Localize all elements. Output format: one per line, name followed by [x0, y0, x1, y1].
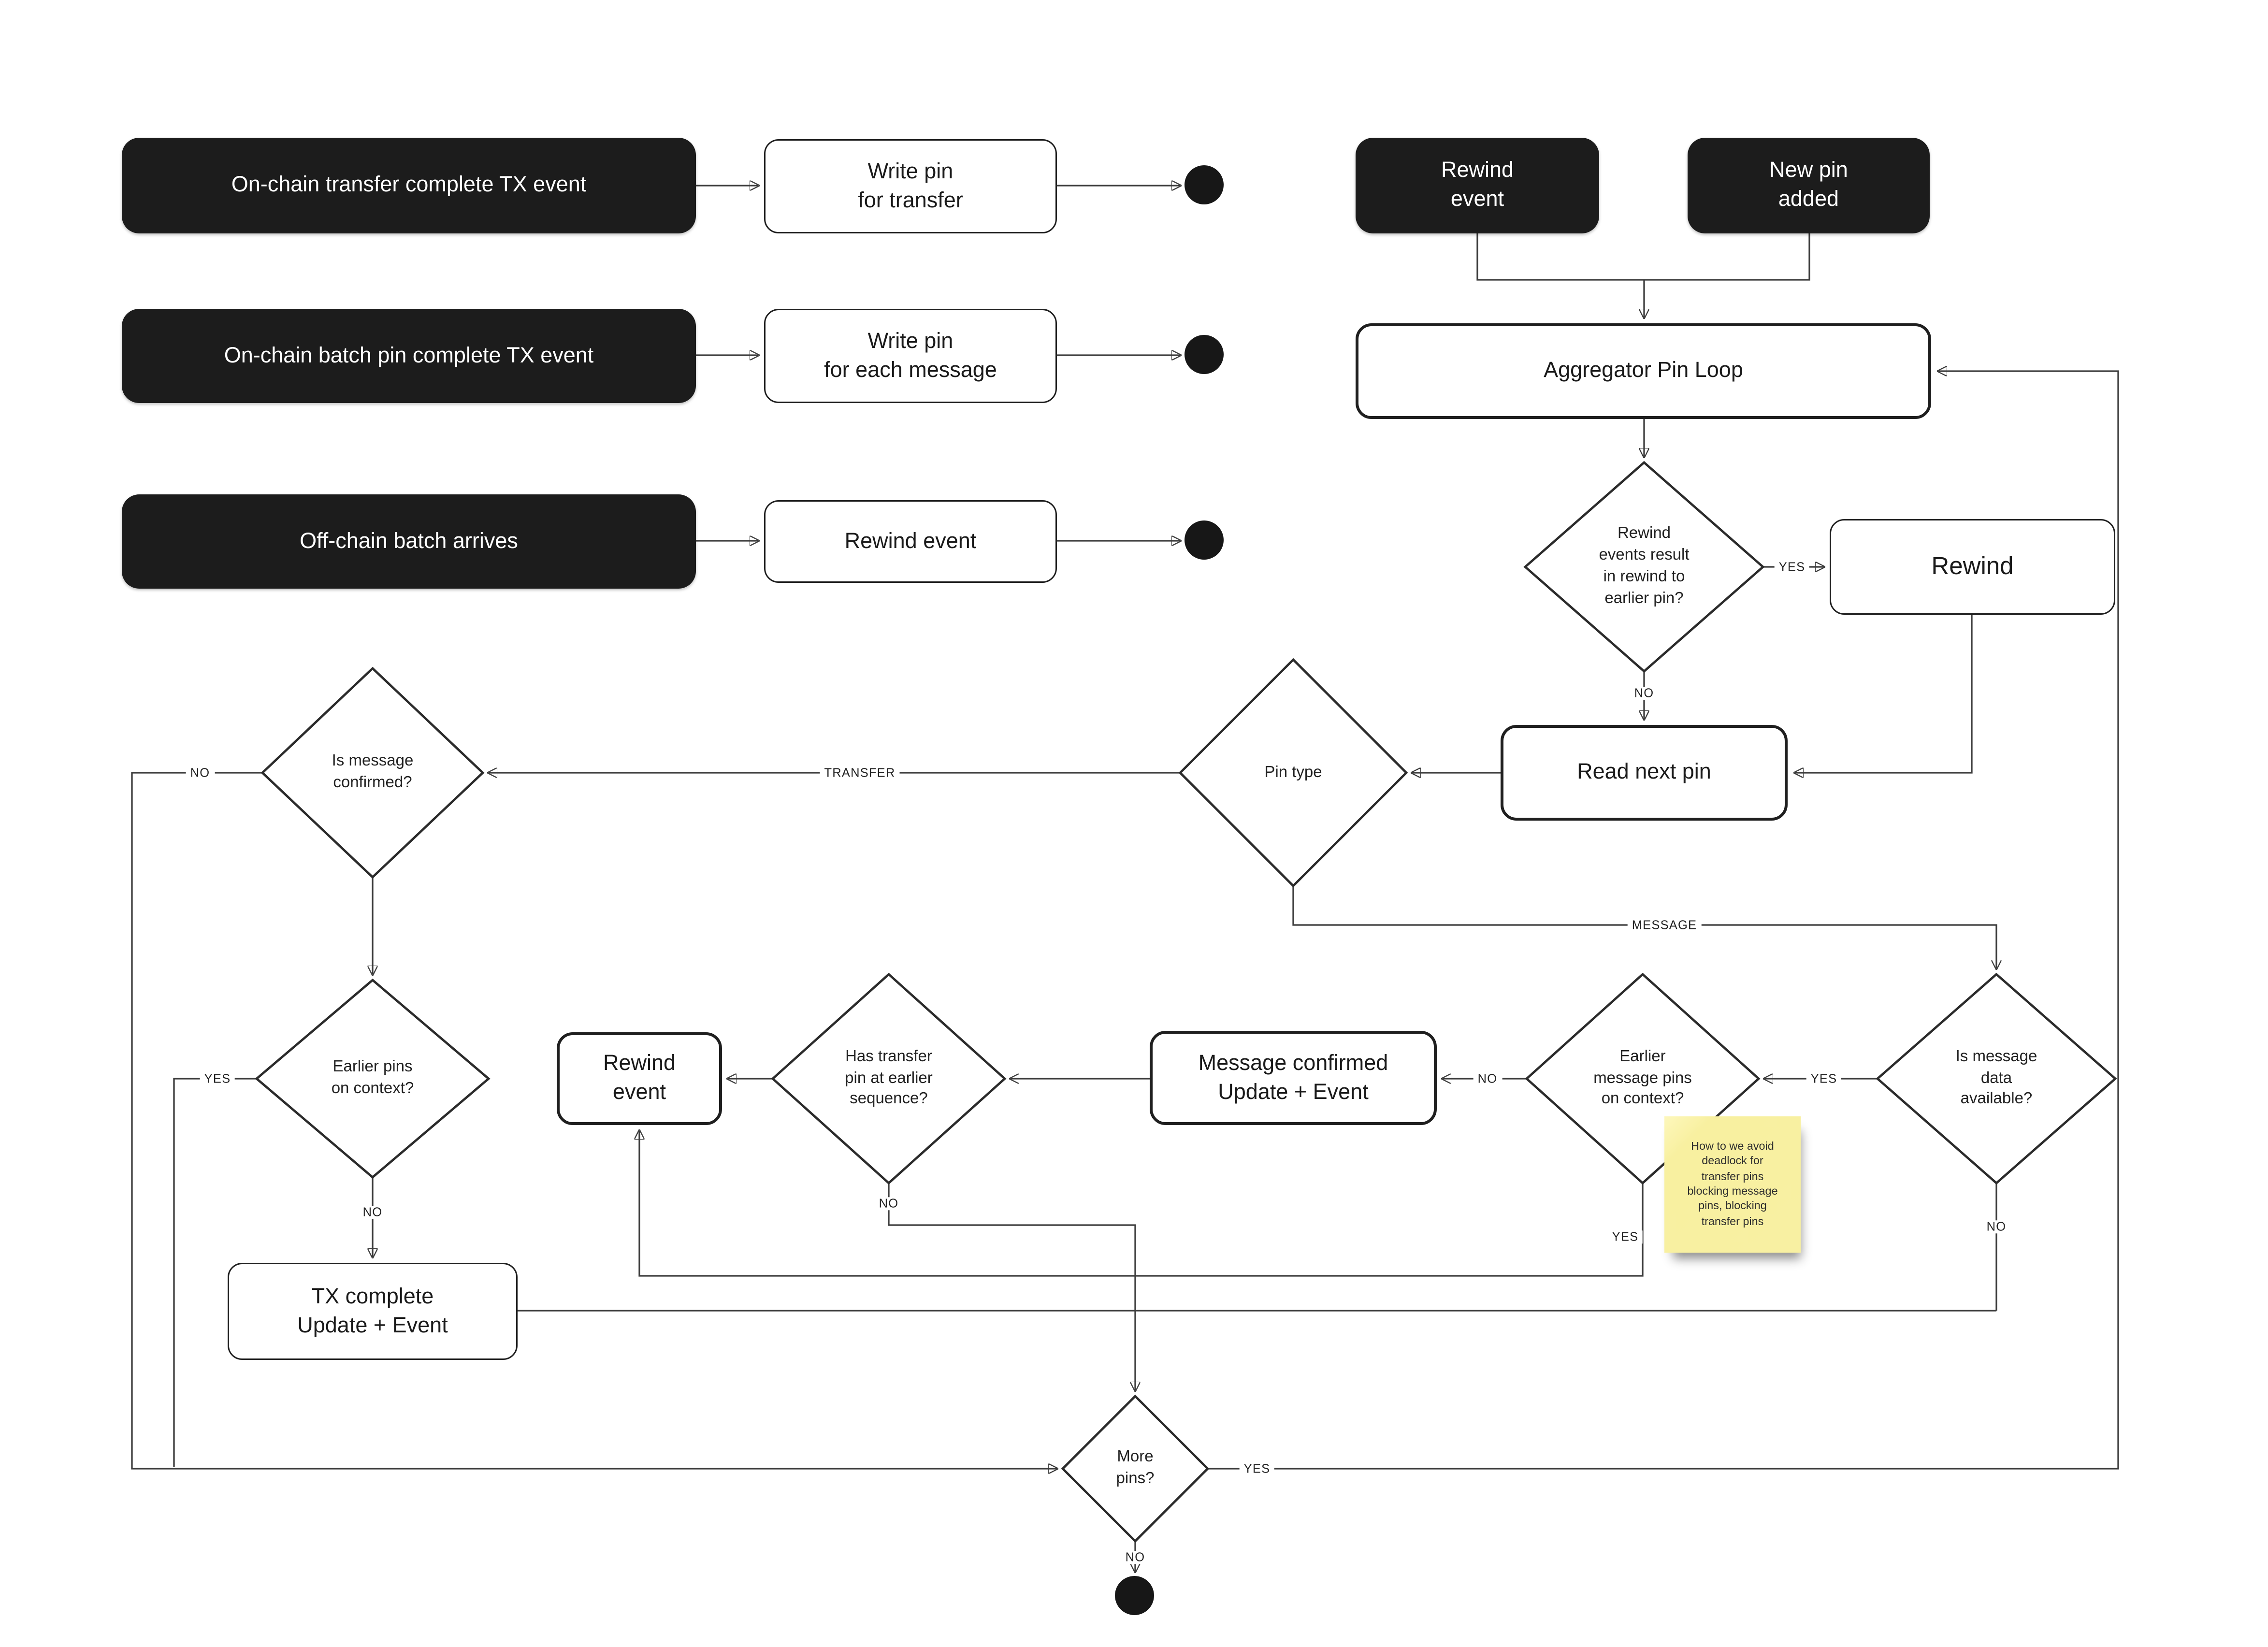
process-rewind[interactable]: Rewind — [1830, 519, 2115, 615]
process-tx-complete[interactable]: TX complete Update + Event — [228, 1263, 518, 1360]
decision-pin-type[interactable]: Pin type — [1180, 660, 1406, 886]
diamond-shape — [1878, 974, 2115, 1183]
write-pin-transfer-label: Write pin for transfer — [858, 159, 963, 213]
more-pins-label: More pins? — [1116, 1448, 1155, 1488]
edge-label-yes-earlier-message-pins: YES — [1607, 1230, 1643, 1243]
start-offchain-batch-event[interactable]: Off-chain batch arrives — [122, 494, 696, 589]
edge-earlier-message-pins-yes — [639, 1131, 1644, 1277]
diamond-shape — [257, 980, 489, 1177]
rewind-event-action-label: Rewind event — [844, 528, 977, 553]
process-message-confirmed[interactable]: Message confirmed Update + Event — [1150, 1031, 1437, 1125]
diamond-shape — [1063, 1396, 1208, 1541]
decision-earlier-pins-on-context[interactable]: Earlier pins on context? — [257, 980, 489, 1177]
end-state-circle-message[interactable] — [1185, 335, 1224, 374]
edge-label-no-earlier-pins: NO — [358, 1206, 387, 1218]
read-next-pin-label: Read next pin — [1577, 760, 1711, 785]
edge-label-transfer: TRANSFER — [820, 766, 900, 779]
edge-label-message: MESSAGE — [1627, 919, 1702, 931]
start-offchain-batch-label: Off-chain batch arrives — [300, 528, 518, 553]
end-state-circle-rewind[interactable] — [1185, 520, 1224, 560]
aggregator-label: Aggregator Pin Loop — [1544, 358, 1743, 383]
edge-more-pins-yes-loop — [1208, 371, 2119, 1470]
is-message-confirmed-label: Is message confirmed? — [332, 752, 414, 792]
edge-label-yes-rewind: YES — [1774, 561, 1810, 573]
sticky-note-text: How to we avoid deadlock for transfer pi… — [1687, 1140, 1778, 1228]
rewind-decision-label: Rewind events result in rewind to earlie… — [1599, 525, 1690, 607]
edge-label-no-rewind: NO — [1630, 687, 1659, 699]
write-pin-message-label: Write pin for each message — [824, 329, 997, 382]
diamond-shape — [773, 974, 1005, 1183]
start-onchain-batch-pin-event[interactable]: On-chain batch pin complete TX event — [122, 309, 696, 403]
trigger-rewind-event[interactable]: Rewind event — [1356, 138, 1599, 233]
decision-is-message-confirmed[interactable]: Is message confirmed? — [262, 668, 483, 877]
trigger-new-pin-added[interactable]: New pin added — [1688, 138, 1930, 233]
edge-rewind-to-read-next-pin — [1795, 615, 1973, 773]
edge-label-no-has-transfer: NO — [874, 1197, 903, 1210]
rewind-event-mid-label: Rewind event — [603, 1051, 676, 1105]
is-message-data-label: Is message data available? — [1955, 1048, 2037, 1109]
edge-triggers-merge — [1476, 233, 1810, 281]
has-transfer-pin-label: Has transfer pin at earlier sequence? — [845, 1048, 933, 1109]
decision-is-message-data-available[interactable]: Is message data available? — [1878, 974, 2115, 1183]
edge-label-no-more-pins: NO — [1121, 1551, 1150, 1563]
end-state-circle-transfer[interactable] — [1185, 165, 1224, 204]
start-onchain-transfer-event[interactable]: On-chain transfer complete TX event — [122, 138, 696, 233]
process-read-next-pin[interactable]: Read next pin — [1501, 725, 1788, 821]
edge-has-transfer-no — [888, 1183, 1135, 1390]
earlier-pins-label: Earlier pins on context? — [331, 1058, 414, 1098]
edge-label-yes-more-pins: YES — [1239, 1462, 1275, 1475]
sticky-note[interactable]: How to we avoid deadlock for transfer pi… — [1664, 1116, 1801, 1253]
trigger-new-pin-label: New pin added — [1769, 158, 1848, 212]
edge-label-yes-earlier-pins: YES — [200, 1072, 235, 1085]
edge-label-no-message-data: NO — [1982, 1220, 2011, 1233]
process-aggregator-pin-loop[interactable]: Aggregator Pin Loop — [1356, 323, 1931, 419]
edge-label-no-earlier-message-pins: NO — [1473, 1072, 1502, 1085]
edge-label-no-message-confirmed: NO — [186, 766, 215, 779]
decision-more-pins[interactable]: More pins? — [1063, 1396, 1208, 1541]
start-onchain-batch-label: On-chain batch pin complete TX event — [224, 343, 594, 368]
earlier-message-pins-label: Earlier message pins on context? — [1593, 1048, 1692, 1109]
edge-label-yes-message-data: YES — [1806, 1072, 1842, 1085]
action-write-pin-for-each-message[interactable]: Write pin for each message — [764, 309, 1057, 403]
pin-type-label: Pin type — [1264, 763, 1322, 781]
end-state-circle-final[interactable] — [1115, 1576, 1154, 1615]
start-onchain-transfer-label: On-chain transfer complete TX event — [231, 173, 587, 198]
process-rewind-event-mid[interactable]: Rewind event — [557, 1032, 722, 1125]
diamond-shape — [1180, 660, 1406, 886]
diamond-shape — [1525, 462, 1763, 671]
rewind-label: Rewind — [1931, 552, 2014, 580]
trigger-rewind-event-label: Rewind event — [1441, 158, 1514, 212]
diamond-shape — [262, 668, 483, 877]
decision-has-transfer-pin[interactable]: Has transfer pin at earlier sequence? — [773, 974, 1005, 1183]
message-confirmed-label: Message confirmed Update + Event — [1198, 1051, 1388, 1104]
decision-rewind-to-earlier-pin[interactable]: Rewind events result in rewind to earlie… — [1525, 462, 1763, 671]
tx-complete-label: TX complete Update + Event — [297, 1284, 448, 1338]
action-rewind-event[interactable]: Rewind event — [764, 500, 1057, 583]
action-write-pin-for-transfer[interactable]: Write pin for transfer — [764, 139, 1057, 233]
